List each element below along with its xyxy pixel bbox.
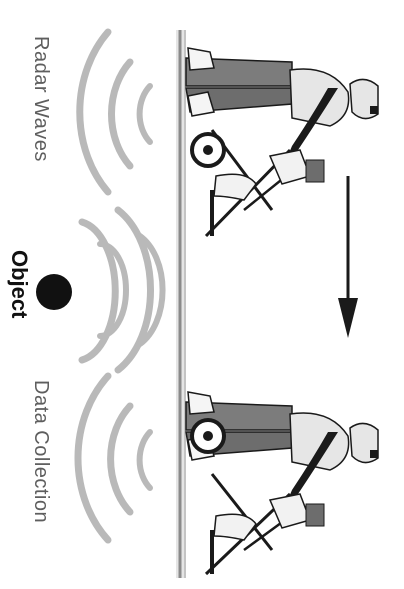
gpr-operator-bottom-icon <box>186 392 378 574</box>
radar-waves-top <box>80 32 150 192</box>
radar-waves-bottom <box>78 376 150 540</box>
arrow-down-icon <box>338 176 358 338</box>
object-label: Object <box>6 250 32 318</box>
data-collection-label: Data Collection <box>29 380 52 523</box>
radar-waves-label: Radar Waves <box>29 36 52 162</box>
ground-surface <box>176 30 186 578</box>
buried-object-icon <box>36 274 72 310</box>
radar-waves-object <box>82 210 163 370</box>
